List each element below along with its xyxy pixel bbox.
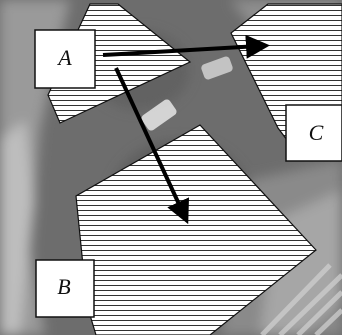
crosswalk-stripes	[260, 263, 342, 335]
label-text-b: B	[57, 274, 70, 299]
label-box-b	[35, 259, 95, 318]
region-c-label: C	[285, 104, 342, 162]
label-box-c	[285, 104, 342, 162]
label-text-c: C	[309, 120, 324, 145]
region-b-area	[75, 124, 317, 335]
region-a-label: A	[34, 29, 96, 89]
label-box-a	[34, 29, 96, 89]
arrow-a-to-c	[102, 34, 270, 59]
label-text-a: A	[56, 45, 72, 70]
region-b-label: B	[35, 259, 95, 318]
arrow-a-to-b	[114, 67, 190, 225]
vehicles	[141, 56, 233, 131]
